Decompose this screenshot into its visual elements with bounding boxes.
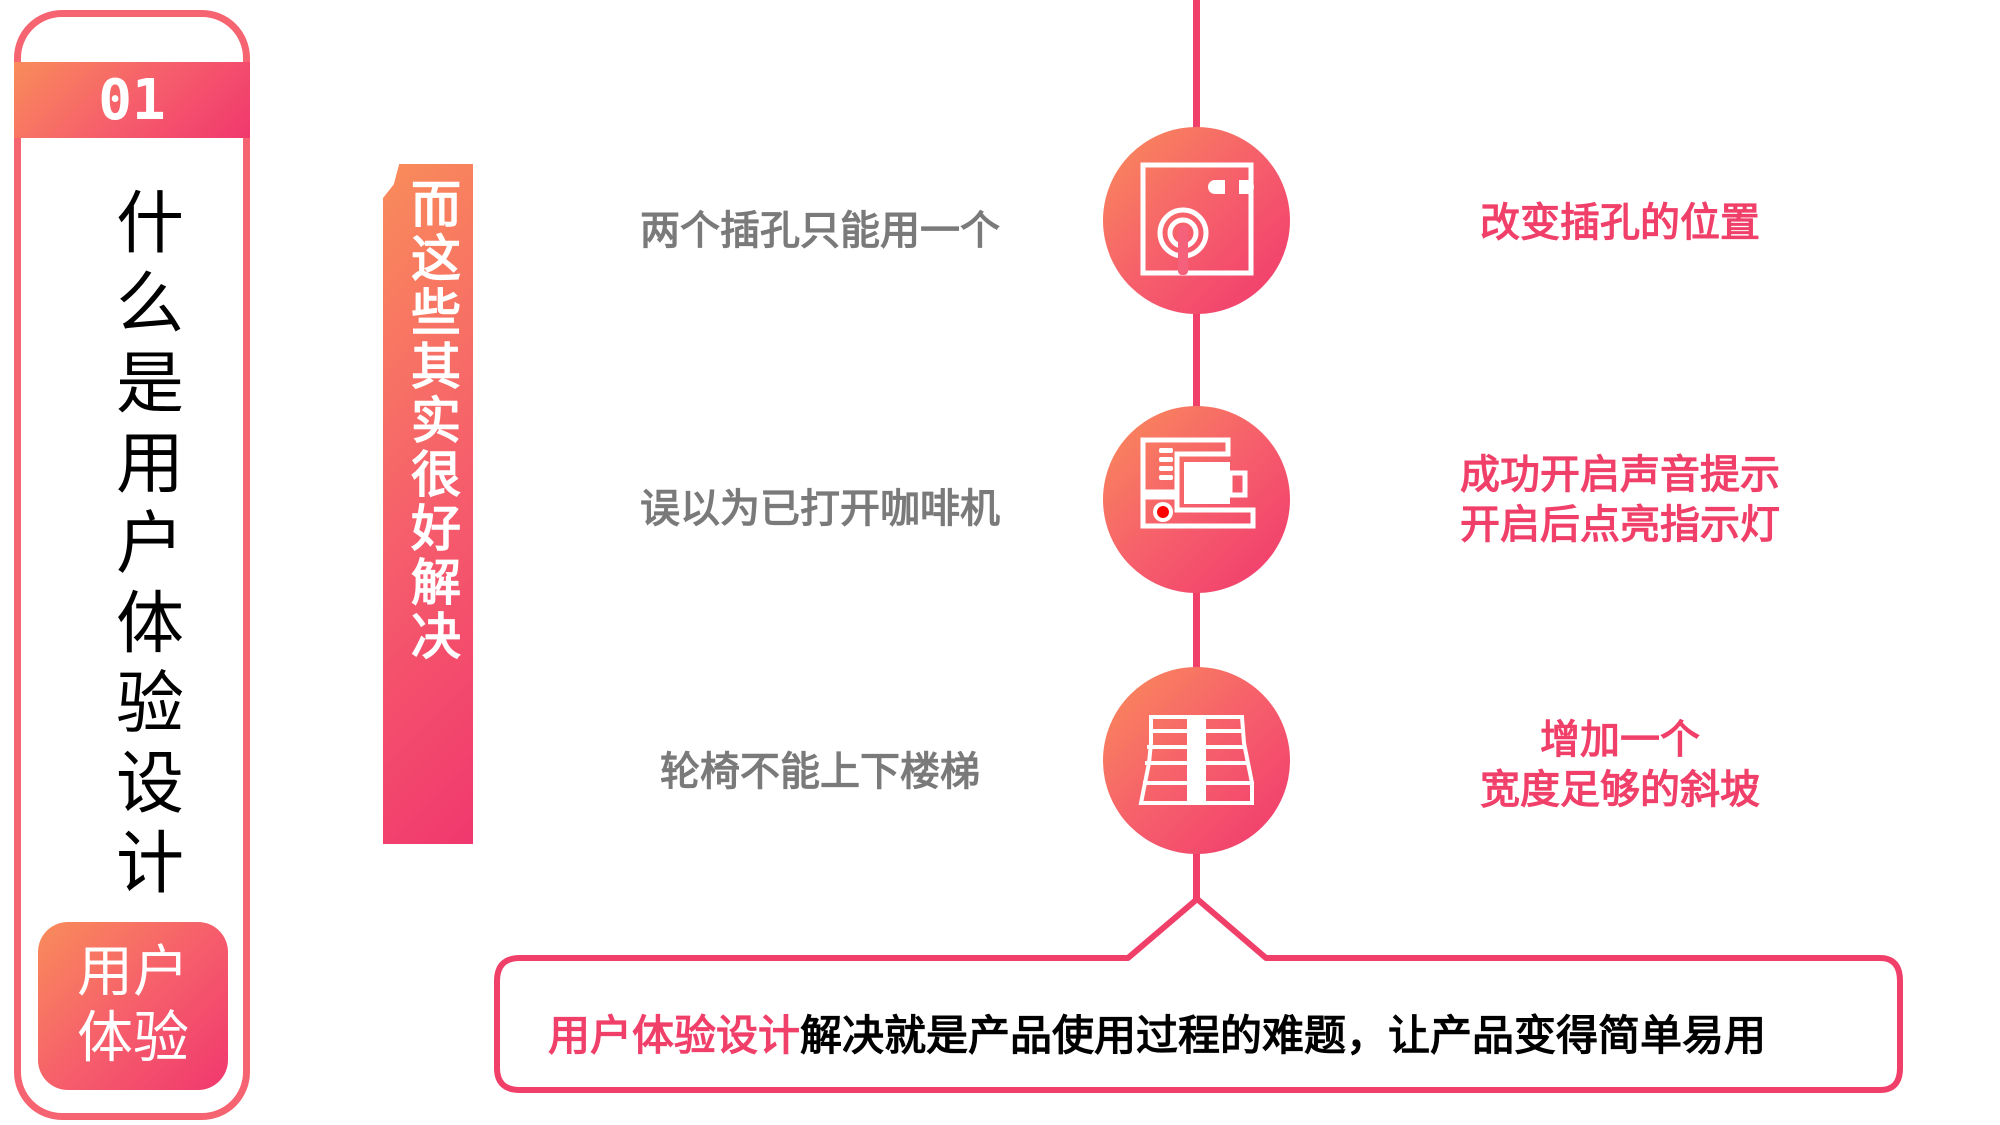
banner-char: 些 xyxy=(411,284,461,342)
title-char: 么 xyxy=(115,265,184,344)
vertical-title: 什 么 是 用 户 体 验 设 计 xyxy=(110,185,190,905)
banner-char: 很 xyxy=(411,446,461,504)
banner-char: 其 xyxy=(411,338,461,396)
banner-char: 实 xyxy=(411,392,461,450)
socket-icon xyxy=(1103,127,1290,314)
banner-char: 这 xyxy=(411,230,461,288)
banner-text: 而 这 些 其 实 很 好 解 决 xyxy=(408,178,464,664)
solution-text: 增加一个 宽度足够的斜坡 xyxy=(1400,715,1840,815)
summary-text: 用户体验设计解决就是产品使用过程的难题，让产品变得简单易用 xyxy=(548,1002,1766,1063)
title-char: 什 xyxy=(115,185,184,264)
problem-text: 轮椅不能上下楼梯 xyxy=(660,749,980,795)
title-char: 户 xyxy=(115,505,184,584)
banner-char: 好 xyxy=(411,500,461,558)
title-char: 是 xyxy=(115,345,184,424)
banner-char: 而 xyxy=(411,176,461,234)
problem-text: 误以为已打开咖啡机 xyxy=(640,486,1000,532)
solution-line: 成功开启声音提示 xyxy=(1460,452,1780,498)
solution-line: 开启后点亮指示灯 xyxy=(1460,502,1780,548)
topic-panel xyxy=(14,10,250,1120)
section-number: 01 xyxy=(14,62,250,138)
solution-text: 改变插孔的位置 xyxy=(1480,200,1760,246)
solution-line: 增加一个 xyxy=(1540,717,1700,763)
coffee-machine-icon xyxy=(1103,406,1290,593)
badge-line: 体验 xyxy=(77,1006,189,1071)
title-char: 设 xyxy=(115,745,184,824)
summary-overlap: 解决 xyxy=(800,1011,885,1060)
stairs-icon xyxy=(1103,667,1290,854)
vertical-banner xyxy=(383,164,473,844)
summary-highlight: 用户体验设计 xyxy=(548,1011,801,1060)
banner-char: 决 xyxy=(411,608,461,666)
problem-text: 两个插孔只能用一个 xyxy=(640,208,1000,254)
title-char: 体 xyxy=(115,585,184,664)
summary-body: 就是产品使用过程的难题，让产品变得简单易用 xyxy=(884,1011,1767,1060)
ux-badge: 用户 体验 xyxy=(38,922,228,1090)
title-char: 用 xyxy=(115,425,184,504)
banner-char: 解 xyxy=(411,554,461,612)
title-char: 计 xyxy=(115,825,184,904)
title-char: 验 xyxy=(115,665,184,744)
solution-line: 宽度足够的斜坡 xyxy=(1480,767,1760,813)
badge-line: 用户 xyxy=(77,940,189,1005)
solution-text: 成功开启声音提示 开启后点亮指示灯 xyxy=(1400,450,1840,550)
